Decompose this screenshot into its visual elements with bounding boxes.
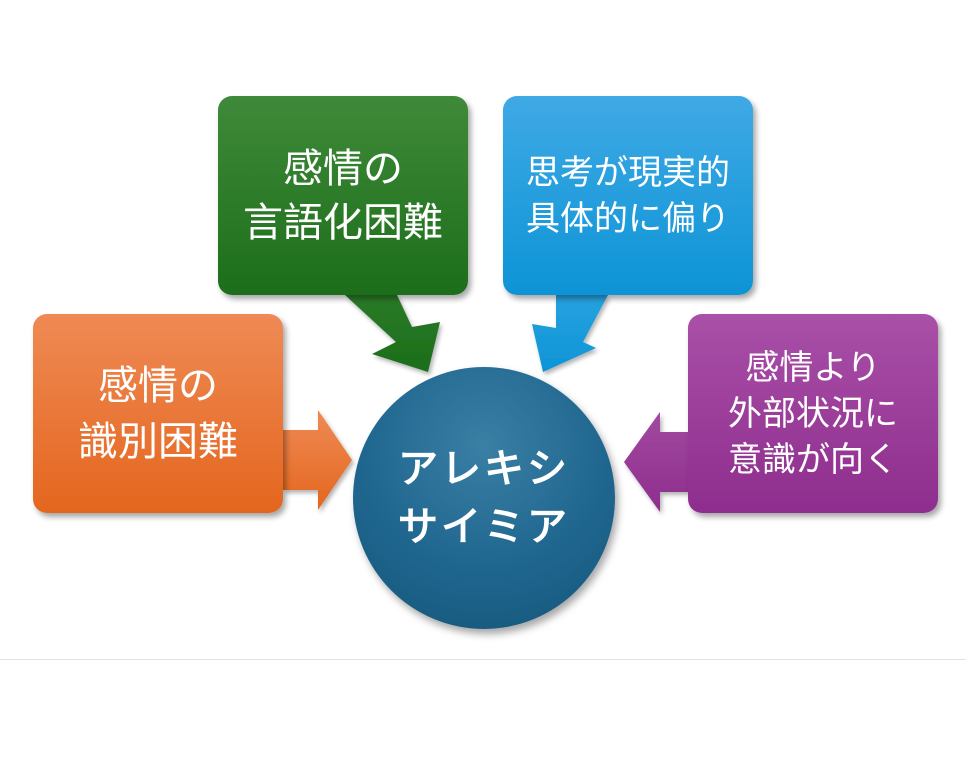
box-identification-label: 感情の 識別困難 [78,362,238,465]
box-external-focus: 感情より 外部状況に 意識が向く [688,314,938,513]
divider-line [0,659,966,660]
arrow-green [345,295,440,372]
arrow-orange [283,410,352,510]
arrow-blue [532,295,608,372]
arrow-purple [624,412,688,512]
box-verbalization-label: 感情の 言語化困難 [243,145,443,246]
box-concrete-thinking-label: 思考が現実的 具体的に偏り [526,152,730,239]
box-external-focus-label: 感情より 外部状況に 意識が向く [728,347,898,480]
box-concrete-thinking: 思考が現実的 具体的に偏り [503,96,753,295]
center-circle-alexithymia: アレキシ サイミア [353,367,615,629]
center-label: アレキシ サイミア [398,446,570,550]
box-verbalization-difficulty: 感情の 言語化困難 [218,96,468,295]
box-identification-difficulty: 感情の 識別困難 [33,314,283,513]
